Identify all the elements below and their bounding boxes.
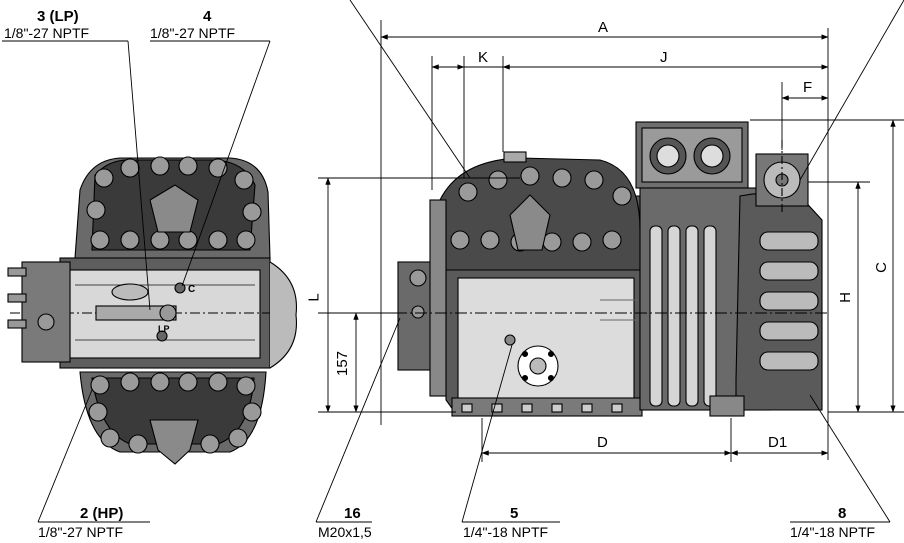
- port-mark-lp: LP: [158, 324, 170, 334]
- connection-8-spec: 1/4"-18 NPTF: [790, 524, 876, 540]
- port-mark-c: C: [188, 284, 196, 295]
- connection-3-number: 3 (LP): [37, 8, 79, 25]
- connection-5-number: 5: [510, 505, 519, 522]
- end-view: [7, 156, 298, 465]
- connection-5-spec: 1/4"-18 NPTF: [463, 524, 549, 540]
- dimension-lines: [318, 20, 904, 462]
- dim-157-label: 157: [334, 350, 352, 377]
- side-view-leaders: [315, 0, 904, 523]
- connection-16-spec: M20x1,5: [318, 524, 372, 540]
- dim-h-label: H: [836, 292, 854, 303]
- dim-f-label: F: [803, 79, 813, 96]
- connection-3-spec: 1/8"-27 NPTF: [4, 25, 90, 41]
- side-view: [355, 121, 830, 417]
- dim-d1-label: D1: [768, 434, 788, 451]
- dim-j-label: J: [660, 49, 668, 66]
- connection-2-spec: 1/8"-27 NPTF: [38, 524, 124, 540]
- connection-16-number: 16: [344, 505, 361, 522]
- dim-d-label: D: [597, 434, 608, 451]
- dim-l-label: L: [305, 293, 323, 302]
- connection-4-spec: 1/8"-27 NPTF: [150, 25, 236, 41]
- dim-a-label: A: [598, 19, 609, 36]
- connection-2-number: 2 (HP): [80, 505, 124, 522]
- dim-k-label: K: [478, 49, 489, 66]
- end-view-leaders: [2, 40, 271, 523]
- dim-c-label: C: [872, 262, 890, 273]
- connection-4-number: 4: [203, 8, 212, 25]
- connection-8-number: 8: [838, 505, 847, 522]
